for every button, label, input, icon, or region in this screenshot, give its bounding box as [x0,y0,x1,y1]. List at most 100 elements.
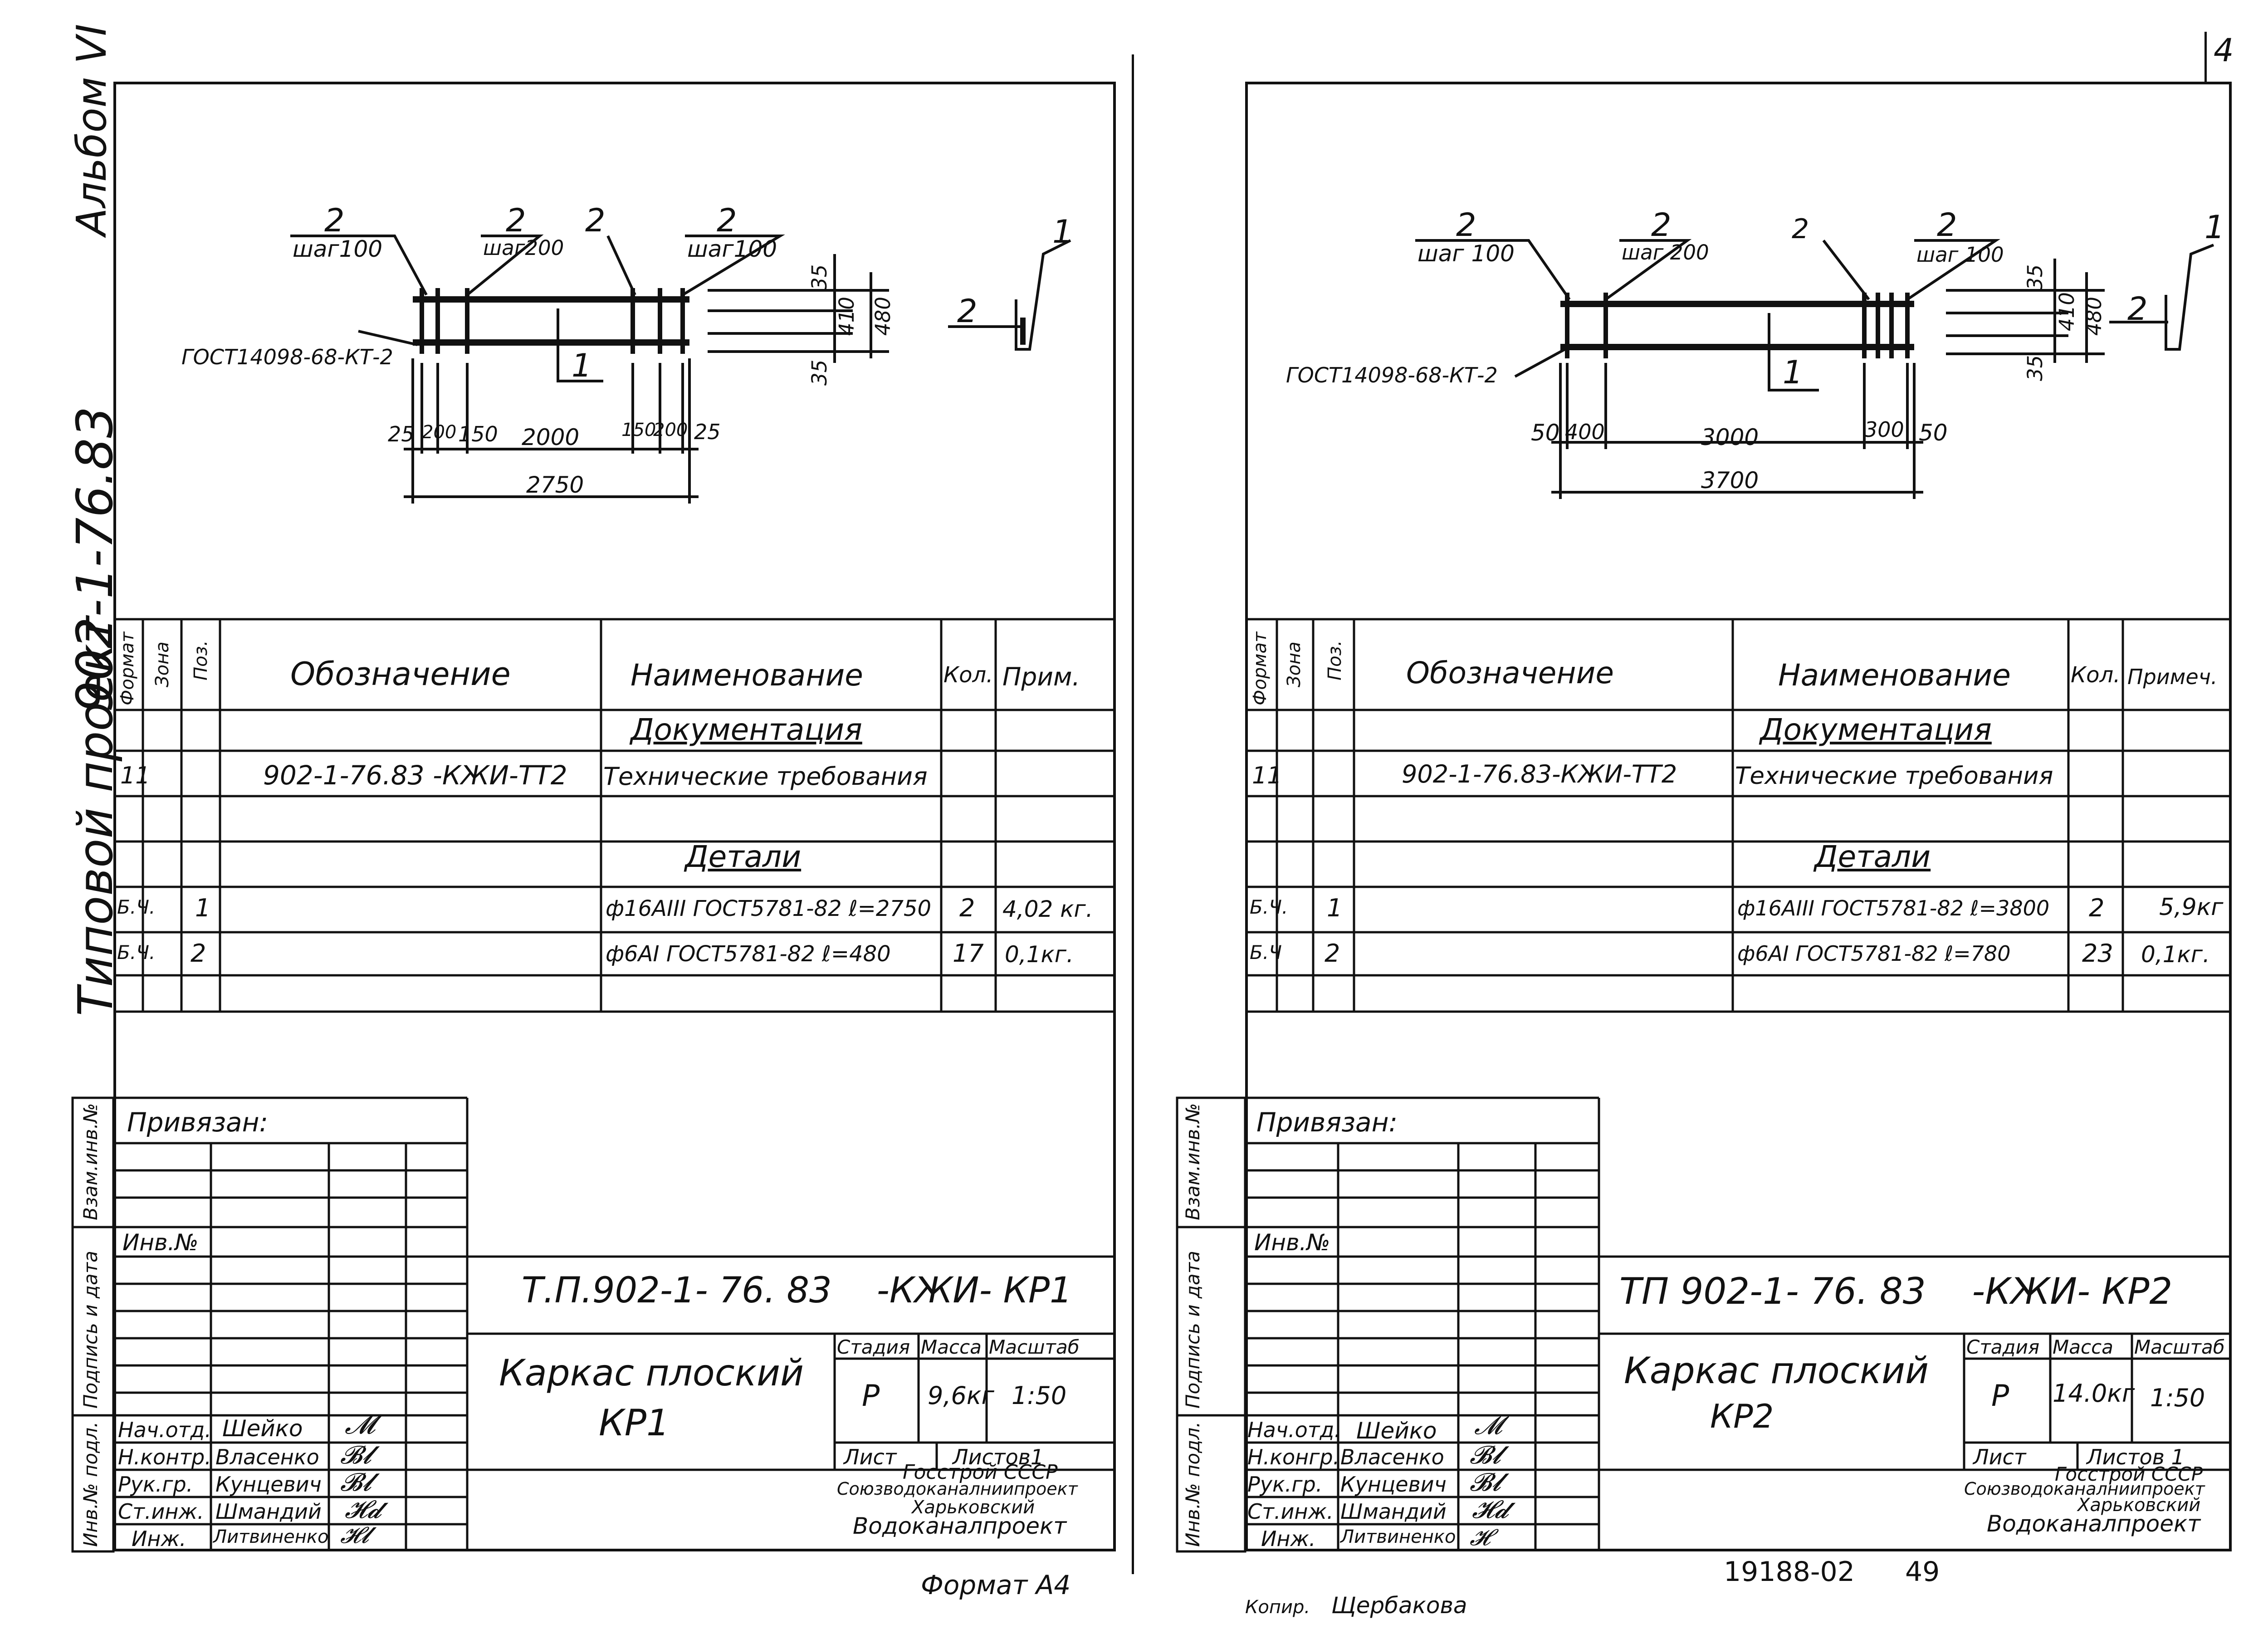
signature-1: 𝓜 [345,1409,376,1440]
s2-spec-header-qty: Кол. [2071,662,2121,688]
stamp-role-5: Инж. [132,1526,186,1551]
stamp-title-1: Каркас плоский [499,1352,804,1394]
s2-stamp-role-5: Инж. [1261,1526,1316,1551]
s2-dim-50-right: 50 [1919,420,1948,446]
s2-stamp-name-3: Кунцевич [1340,1472,1447,1497]
s2-stamp-privyazan: Привязан: [1256,1107,1398,1138]
s2-spec-header-zone: Зона [1284,641,1305,687]
s2-dim-480: 480 [2082,297,2106,336]
s2-spec-row-2-note: 0,1кг. [2141,941,2210,968]
copy-label: Копир. [1245,1597,1310,1618]
sheet-divider [1132,54,1134,1574]
s2-spec-row-2-name: ф6АI ГОСТ5781-82 ℓ=780 [1737,941,2011,966]
spec-header-designation: Обозначение [290,656,511,693]
stamp-role-4: Ст.инж. [118,1499,204,1524]
s2-dim-400: 400 [1565,420,1605,444]
s2-pos-label-3: 2 [1792,213,1809,245]
s2-dim-35-top: 35 [2023,264,2047,290]
spec-row-1-name: ф16АIII ГОСТ5781-82 ℓ=2750 [606,896,932,921]
s2-bar-label: 1 [1783,354,1803,391]
s2-stamp-name-5: Литвиненко [1340,1526,1456,1547]
s2-step-label-3: шаг 100 [1916,243,2004,267]
s2-stamp-name-4: Шмандий [1340,1499,1447,1524]
stamp-name-2: Власенко [215,1445,319,1469]
sheet-2 [1245,82,2232,1551]
spec-row-1-format: Б.Ч. [117,896,156,918]
stamp-org-1: Госстрой СССР [903,1461,1058,1484]
s2-spec-doc-format: 11 [1252,762,1282,789]
s2-stamp-podpis-label: Подпись и дата [1182,1251,1204,1409]
stamp-privyazan: Привязан: [127,1107,269,1138]
s2-stamp-list: Лист [1973,1445,2026,1469]
s2-spec-row-1-pos: 1 [1327,894,1343,922]
spec-row-2-qty: 17 [953,939,984,968]
corner-mark [2204,32,2207,82]
stamp-org-2: Союзводоканалниипроект [837,1479,1078,1499]
spec-doc-designation: 902-1-76.83 -КЖИ-ТТ2 [263,760,567,791]
s2-signature-4: 𝓗𝓭 [1472,1495,1509,1524]
s2-pos-label-2: 2 [1651,206,1672,244]
gost-label: ГОСТ14098-68-КТ-2 [181,345,393,369]
s2-stamp-listov: Листов 1 [2087,1445,2185,1469]
step-label-3: шаг100 [687,236,777,262]
s2-spec-doc-name: Технические требования [1735,762,2053,790]
s2-stamp-org-1: Госстрой СССР [2055,1463,2203,1485]
s2-dim-total: 3700 [1701,467,1759,494]
stamp-name-4: Шмандий [215,1499,322,1524]
s2-stamp-mass: 14.0кг [2053,1379,2135,1408]
stamp-list: Лист [844,1445,897,1469]
copy-name: Щербакова [1331,1592,1467,1619]
dim-25-right: 25 [694,420,721,444]
s2-spec-row-1-format: Б.Ч. [1250,896,1288,918]
s2-stamp-stage-header: Стадия [1966,1336,2040,1358]
spec-section-docs: Документация [631,712,862,747]
stamp-org-4: Водоканалпроект [853,1513,1067,1539]
spec-header-qty: Кол. [943,662,993,688]
s2-spec-row-1-qty: 2 [2089,894,2105,922]
spec-row-2-format: Б.Ч. [117,941,156,964]
spec-doc-format: 11 [120,762,151,789]
s2-spec-row-1-name: ф16АIII ГОСТ5781-82 ℓ=3800 [1737,896,2050,920]
signature-3: 𝓑𝓵 [340,1468,372,1497]
dim-200-left: 200 [422,422,457,443]
s2-dim-410: 410 [2055,292,2079,331]
stamp-code: Т.П.902-1- 76. 83 -КЖИ- КР1 [522,1270,1072,1311]
corner-page-number: 4 [2214,32,2234,69]
s2-stamp-vzam-label: Взам.инв.№ [1182,1103,1204,1220]
s2-stamp-name-1: Шейко [1356,1418,1437,1444]
s2-stamp-mass-header: Масса [2053,1336,2113,1358]
stamp-inv-no: Инв.№ [122,1229,199,1256]
spec-row-2-pos: 2 [191,939,206,968]
s2-dim-3000: 3000 [1701,424,1759,450]
s2-pos-label-1: 2 [1456,206,1476,244]
stamp-name-5: Литвиненко [213,1526,329,1547]
pos-label-2: 2 [506,202,526,239]
bar-label: 1 [572,347,592,384]
s2-step-label-2: шаг 200 [1622,240,1709,264]
stamp-podpis-label: Подпись и дата [79,1251,102,1409]
footer-doc-number: 19188-02 [1724,1556,1855,1588]
s2-spec-row-2-pos: 2 [1325,939,1340,968]
s2-pos-label-4: 2 [1937,206,1957,244]
stamp-scale-header: Масштаб [989,1336,1080,1358]
s2-spec-section-details: Детали [1814,839,1931,874]
stamp-stage: Р [862,1379,880,1413]
dim-150-right: 150 [621,420,656,440]
stamp-listov: Листов1 [953,1445,1044,1469]
s2-spec-header-name: Наименование [1778,658,2011,693]
s2-spec-doc-designation: 902-1-76.83-КЖИ-ТТ2 [1402,760,1677,788]
s2-stamp-role-3: Рук.гр. [1247,1472,1323,1497]
s2-section-label-2: 2 [2127,290,2148,328]
spec-header-name: Наименование [631,658,863,693]
s2-stamp-title-1: Каркас плоский [1624,1350,1929,1392]
stamp-role-2: Н.контр. [118,1445,211,1469]
pos-label-4: 2 [717,202,737,239]
pos-label-1: 2 [324,202,345,239]
stamp-stage-header: Стадия [837,1336,910,1358]
dim-25-left: 25 [388,422,415,446]
stamp-vzam-label: Взам.инв.№ [79,1103,102,1220]
footer-page-number: 49 [1905,1556,1940,1588]
s2-spec-header-pos: Поз. [1325,640,1345,680]
stamp-mass: 9,6кг [928,1381,994,1410]
